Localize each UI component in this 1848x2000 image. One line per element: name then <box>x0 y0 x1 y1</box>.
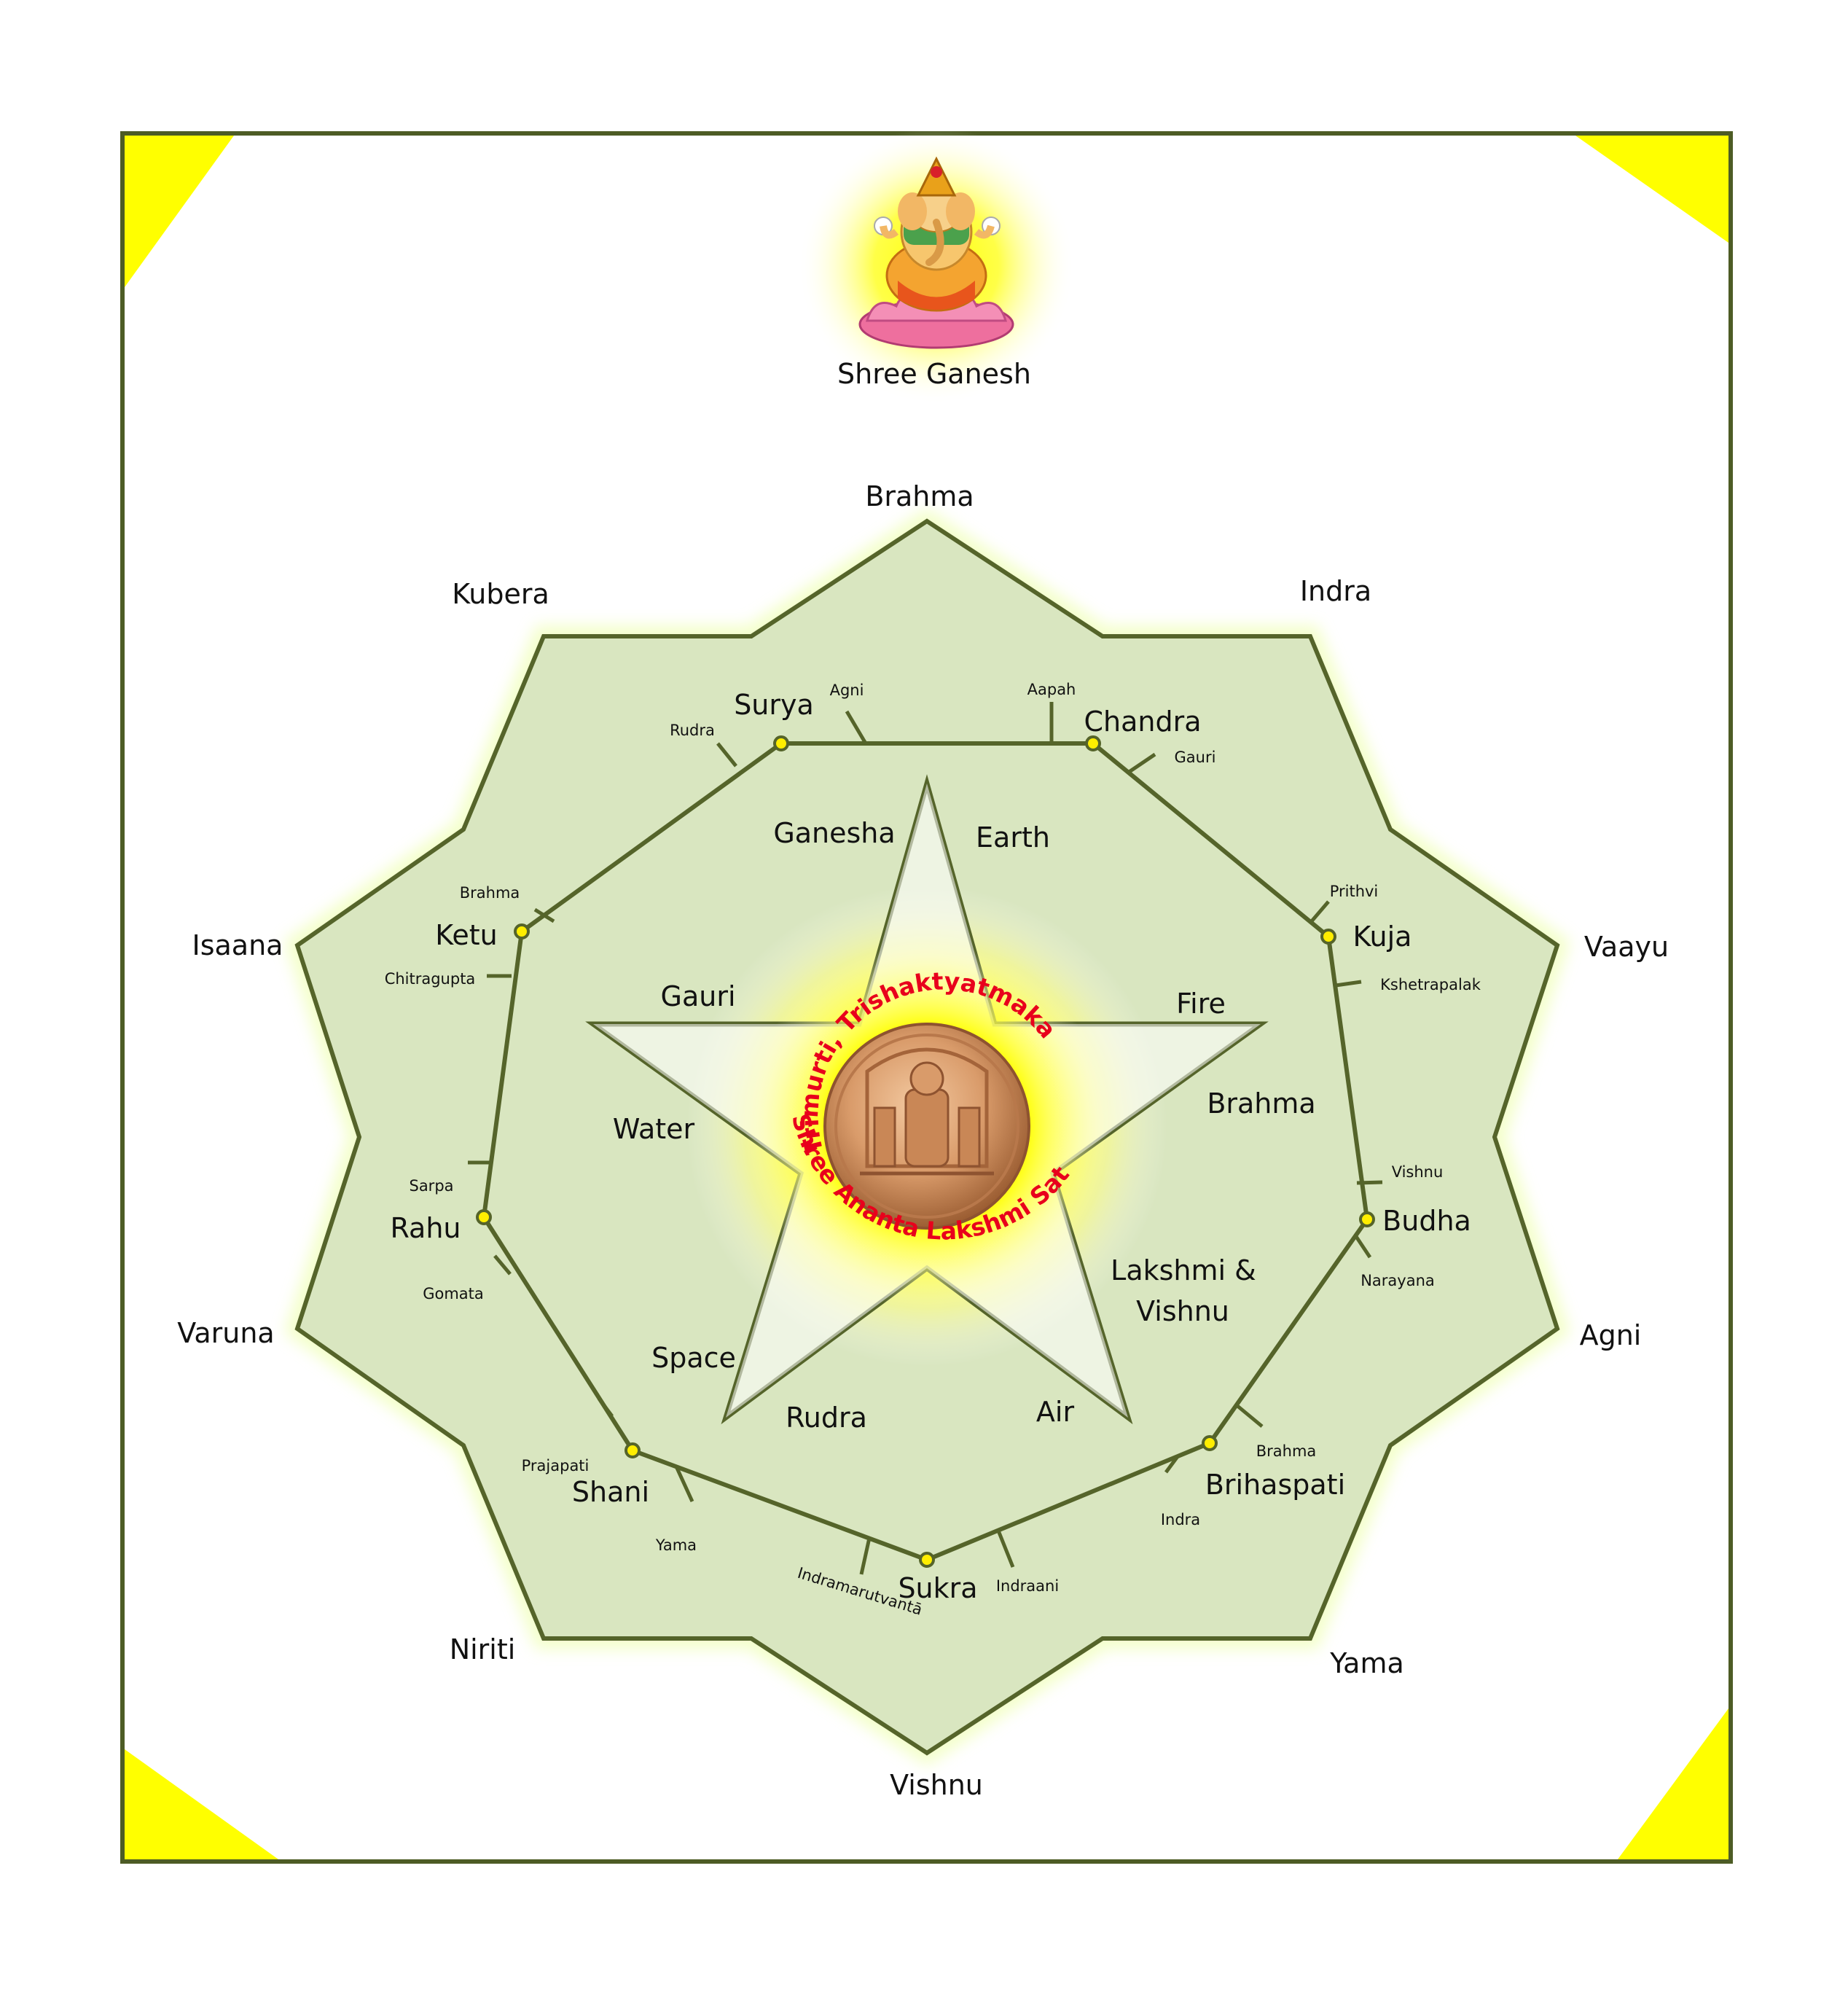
dir-west-south: Varuna <box>177 1317 274 1349</box>
star-space: Space <box>651 1342 736 1374</box>
dir-south-west: Niriti <box>450 1633 516 1665</box>
sub-vishnu: Vishnu <box>1392 1163 1444 1181</box>
node-shani <box>625 1442 641 1458</box>
sub-indra: Indra <box>1161 1511 1200 1528</box>
star-brahma: Brahma <box>1207 1087 1315 1120</box>
sub-rudra: Rudra <box>670 722 715 739</box>
planet-nodes <box>476 735 1375 1568</box>
star-gauri: Gauri <box>661 980 736 1012</box>
corner-triangle-top-right <box>1575 136 1728 243</box>
star-air: Air <box>1036 1396 1075 1428</box>
star-lakshmi-line2: Vishnu <box>1136 1295 1229 1327</box>
sub-kshetrapalak: Kshetrapalak <box>1380 976 1481 993</box>
sub-narayana: Narayana <box>1360 1272 1435 1289</box>
sub-prithvi: Prithvi <box>1330 883 1379 900</box>
dir-north-west: Kubera <box>452 578 549 610</box>
planet-surya: Surya <box>734 689 814 721</box>
planet-ketu: Ketu <box>435 919 497 951</box>
corner-triangle-bottom-right <box>1618 1708 1728 1859</box>
planet-brihaspati: Brihaspati <box>1205 1469 1345 1501</box>
sub-prajapati: Prajapati <box>522 1457 590 1474</box>
star-rudra: Rudra <box>786 1402 867 1434</box>
dir-south: Vishnu <box>890 1769 983 1801</box>
sub-sarpa: Sarpa <box>409 1177 453 1195</box>
node-kuja <box>1320 929 1336 945</box>
node-brihaspati <box>1202 1435 1218 1451</box>
deity-title: Shree Ganesh <box>837 358 1031 390</box>
star-earth: Earth <box>976 821 1050 853</box>
sub-gauri: Gauri <box>1175 749 1216 766</box>
sub-indraani: Indraani <box>996 1577 1059 1595</box>
node-surya <box>773 735 789 751</box>
dir-south-east: Yama <box>1329 1647 1404 1679</box>
planet-chandra: Chandra <box>1084 706 1201 738</box>
star-lakshmi-line1: Lakshmi & <box>1111 1254 1256 1286</box>
planet-rahu: Rahu <box>390 1212 461 1244</box>
subdeity-ticks <box>468 702 1383 1575</box>
node-rahu <box>476 1209 492 1225</box>
node-sukra <box>919 1552 935 1568</box>
dir-north: Brahma <box>865 480 974 512</box>
sub-aapah: Aapah <box>1027 681 1076 698</box>
sub-agni: Agni <box>830 681 864 699</box>
dir-east-south: Agni <box>1580 1319 1642 1351</box>
center-coin-image <box>823 1023 1030 1230</box>
planet-ring <box>481 741 1370 1563</box>
sub-brahma-jupiter: Brahma <box>1256 1442 1317 1460</box>
node-ketu <box>514 923 530 940</box>
planet-budha: Budha <box>1382 1205 1471 1237</box>
sub-gomata: Gomata <box>423 1285 484 1302</box>
star-ganesha: Ganesha <box>773 817 895 849</box>
node-chandra <box>1085 735 1101 751</box>
corner-triangle-top-left <box>125 136 234 287</box>
dir-east: Vaayu <box>1584 931 1669 963</box>
node-budha <box>1359 1211 1375 1227</box>
sub-brahma-ketu: Brahma <box>460 884 520 902</box>
dir-north-east: Indra <box>1300 575 1371 607</box>
star-fire: Fire <box>1176 988 1226 1020</box>
corner-triangle-bottom-left <box>125 1749 278 1859</box>
dir-west: Isaana <box>192 929 283 961</box>
sub-yama: Yama <box>655 1536 697 1554</box>
star-water: Water <box>613 1113 695 1145</box>
planet-shani: Shani <box>572 1476 649 1508</box>
sub-chitragupta: Chitragupta <box>385 970 476 988</box>
planet-sukra: Sukra <box>898 1572 977 1604</box>
ganesh-image <box>798 128 1075 405</box>
planet-kuja: Kuja <box>1353 921 1412 953</box>
